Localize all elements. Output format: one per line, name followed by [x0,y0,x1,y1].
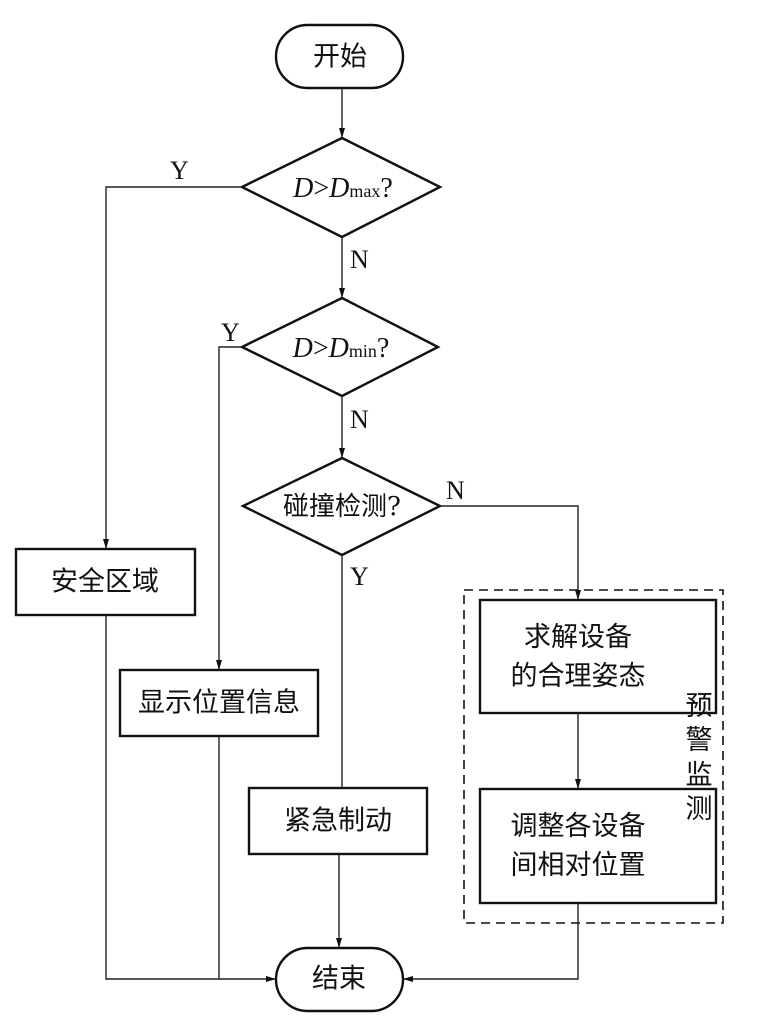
show-position-label: 显示位置信息 [138,687,300,719]
question-mark: ? [380,173,393,204]
adjust-position-label: 调整各设备 间相对位置 [511,807,646,885]
edge-adjust-end [403,903,579,982]
solve-posture-line1: 求解设备 [524,621,632,653]
var-d: D [292,333,313,364]
emergency-brake-label: 紧急制动 [284,805,392,837]
edge-label-d3-no: N [446,476,465,505]
end-label: 结束 [312,963,366,995]
op-gt: > [312,333,329,364]
question-mark: ? [376,333,390,364]
group-char: 测 [685,793,713,825]
decision-collision-label: 碰撞检测? [283,492,401,522]
edge-label-d3-yes: Y [350,562,369,591]
adjust-position-line2: 间相对位置 [510,850,646,881]
edge-label-d1-yes: Y [170,156,189,185]
decision-dmin-label: D>Dmin? [293,335,390,363]
group-char: 监 [685,759,713,791]
edge-label-d1-no: N [350,245,369,274]
subscript-max: max [349,181,381,201]
emergency-brake-box [247,786,429,856]
op-gt: > [313,173,330,204]
group-char: 警 [685,725,713,757]
solve-posture-line2: 的合理姿态 [510,661,646,692]
var-d2: D [328,333,349,364]
group-char: 预 [685,691,713,722]
edge-d2-show [216,346,242,670]
edge-d1-safe [103,186,242,549]
solve-posture-box [478,598,718,715]
warning-monitor-group [463,589,724,924]
adjust-position-box [478,787,718,905]
solve-posture-label: 求解设备 的合理姿态 [511,618,646,696]
edge-label-d2-yes: Y [221,318,240,347]
adjust-position-line1: 调整各设备 [510,810,646,842]
start-terminal [274,23,405,90]
warning-monitor-label: 预 警 监 测 [684,690,714,827]
var-d: D [293,173,314,204]
decision-dmax-label: D>Dmax? [293,175,393,203]
edge-label-d2-no: N [350,405,369,434]
var-d2: D [329,173,350,204]
edge-d3-solve [440,505,581,600]
safe-zone-label: 安全区域 [51,566,159,598]
subscript-min: min [348,341,377,361]
start-label: 开始 [313,41,367,73]
